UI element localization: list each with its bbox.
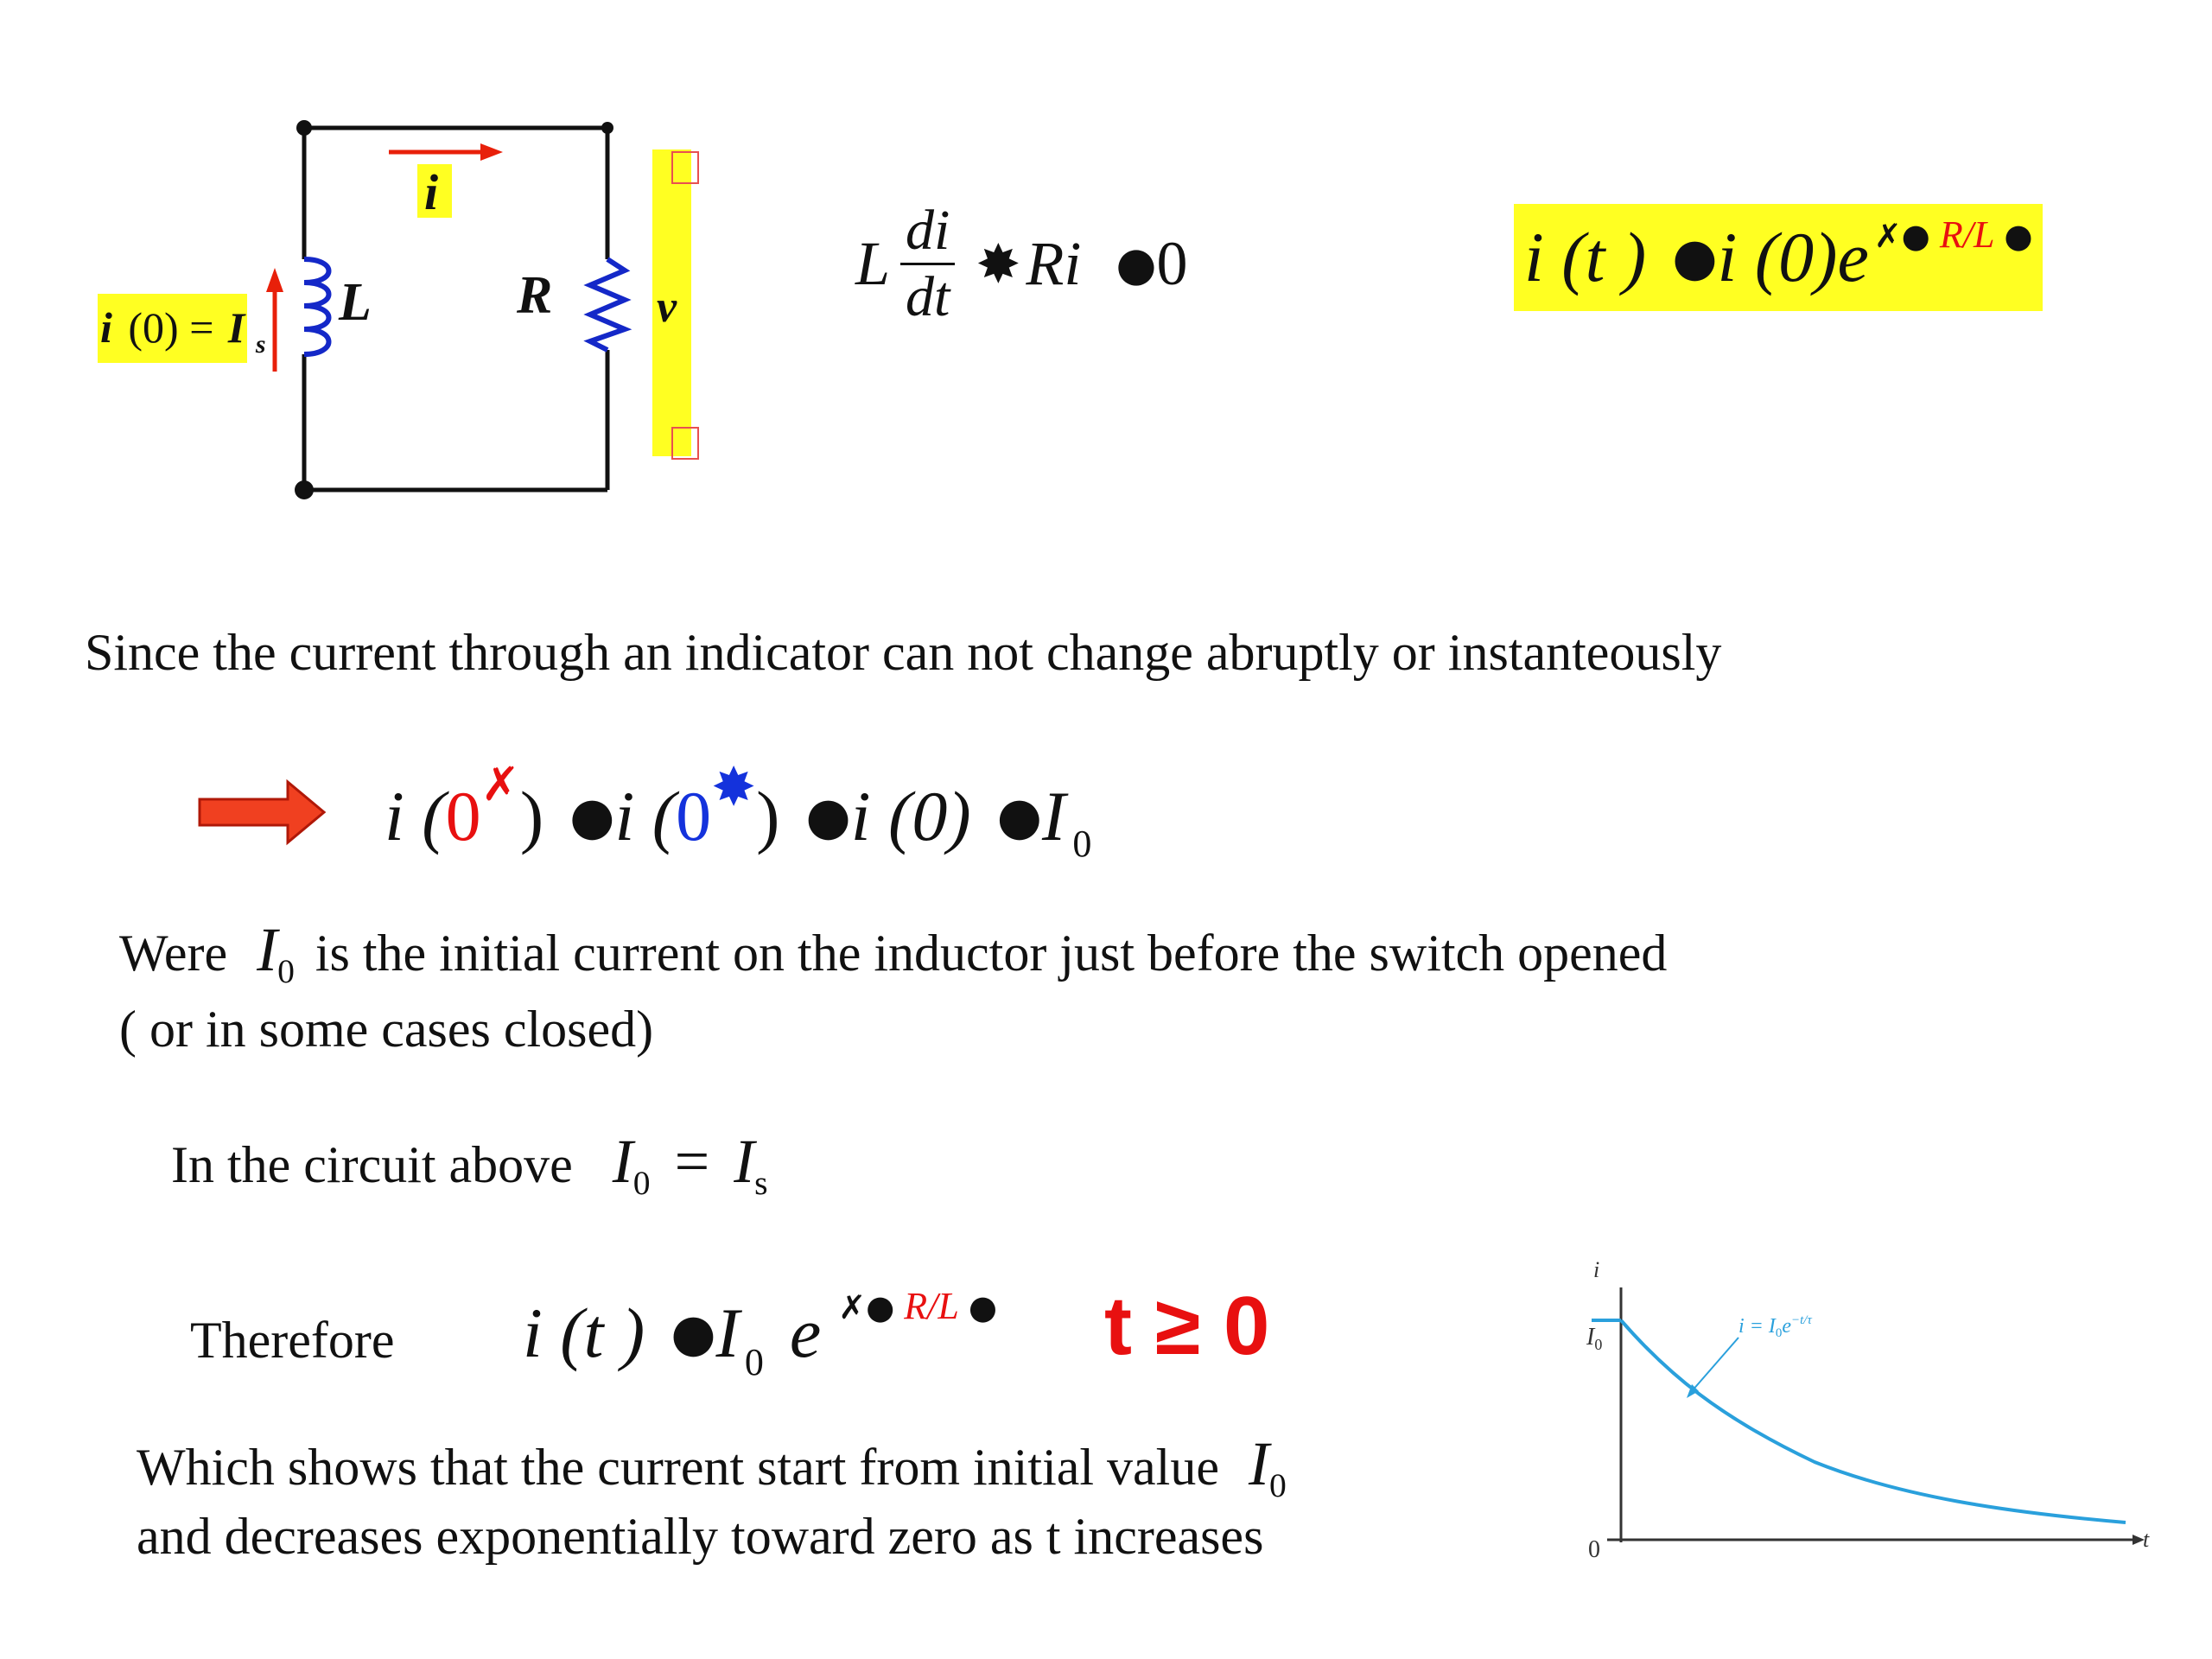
cont-eq-3: ●: [996, 786, 1042, 847]
voltage-marker-bottom: [671, 427, 699, 460]
current-label-highlight: [417, 164, 452, 218]
decay-graph: i t 0 I0 i = I0e−t/τ: [1586, 1262, 2150, 1563]
ther-lhs: i (t ): [523, 1294, 645, 1372]
implies-arrow-shape: [198, 779, 327, 846]
exp-minus-symbol: ✗●: [1873, 217, 1930, 255]
kvl-equals-symbol: ●: [1116, 236, 1157, 291]
ther-sub: 0: [744, 1341, 764, 1383]
x-axis-arrow: [2133, 1535, 2145, 1545]
exp-close-symbol: ●: [2004, 217, 2033, 255]
kvl-plus-symbol: ✸: [976, 232, 1021, 296]
were-symbol: I0: [257, 915, 295, 990]
cont-p3: i (0): [850, 777, 971, 855]
voltage-marker-top: [671, 151, 699, 184]
initial-level-label: I0: [1586, 1324, 1602, 1353]
curve-annotation: i = I0e−t/τ: [1738, 1313, 1812, 1340]
x-axis-label: t: [2143, 1527, 2150, 1552]
node-top-left: [296, 120, 312, 136]
conclusion-text-1: Which shows that the current start from …: [137, 1439, 1219, 1496]
solution-term: i (0)e: [1717, 218, 1869, 296]
exp-body: R/L: [1939, 213, 1995, 256]
kvl-fraction: di dt: [900, 198, 956, 328]
y-axis-label: i: [1593, 1262, 1599, 1282]
ther-exp-minus-symbol: ✗●: [838, 1288, 895, 1326]
were-var: I: [257, 915, 278, 984]
kvl-equation: L di dt ✸ Ri ● 0: [855, 194, 1187, 333]
circuit-note-eq: I0 = Is: [612, 1127, 768, 1202]
were-post: is the initial current on the inductor j…: [315, 925, 1668, 982]
were-pre: Were: [119, 925, 228, 982]
node-top-right: [601, 122, 613, 134]
rl-circuit-diagram: i L R v i (0) = I s: [98, 120, 699, 499]
note-rhs-var: I: [734, 1127, 755, 1196]
cont-p2-mark: ✸: [711, 755, 757, 818]
cont-p2-open: i (: [614, 777, 677, 855]
cont-p2-close: ): [756, 777, 780, 855]
cont-p1-close: ): [519, 777, 544, 855]
cont-p2-zero: 0: [676, 777, 712, 855]
note-lhs-sub: 0: [632, 1163, 651, 1202]
were-sub: 0: [277, 951, 295, 990]
solution-exponent: ✗● R/L ●: [1874, 213, 2033, 257]
cont-p1-zero: 0: [445, 777, 481, 855]
circuit-note-text: In the circuit above: [171, 1136, 573, 1193]
initial-condition-highlight: [98, 294, 247, 363]
note-eq: =: [674, 1127, 710, 1196]
fraction-bar: [900, 262, 956, 265]
continuity-statement: Since the current through an indicator c…: [85, 624, 1722, 681]
curve-annotation-pointer-head: [1687, 1384, 1699, 1398]
ther-e: e: [789, 1294, 822, 1372]
origin-label: 0: [1588, 1536, 1600, 1563]
resistor-label: R: [516, 266, 552, 325]
conclusion-sub: 0: [1268, 1465, 1287, 1504]
kvl-coef: L: [855, 228, 891, 298]
cont-eq-2: ●: [805, 786, 851, 847]
ther-exponent: ✗● R/L ●: [838, 1284, 997, 1328]
therefore-equation: i (t ) ● I 0 e ✗● R/L ●: [523, 1277, 997, 1389]
voltage-label: v: [657, 283, 677, 332]
cont-eq-1: ●: [569, 786, 615, 847]
initial-condition-label: i (0) = I s: [100, 303, 266, 359]
curve-annotation-pointer: [1691, 1337, 1739, 1392]
cont-rhs-var: I: [1042, 777, 1066, 855]
were-line-2: ( or in some cases closed): [119, 1001, 654, 1058]
ther-equals-symbol: ●: [671, 1303, 716, 1363]
ther-exp-body: R/L: [904, 1285, 959, 1327]
therefore-label: Therefore: [190, 1312, 395, 1369]
node-bottom-left: [295, 480, 314, 499]
cont-rhs-sub: 0: [1072, 823, 1092, 865]
kvl-rhs: 0: [1156, 228, 1188, 298]
solution-lhs: i (t ): [1524, 218, 1647, 296]
voltage-highlight-bar: [652, 149, 691, 456]
resistor-zigzag: [583, 257, 632, 353]
decay-curve: [1619, 1319, 2126, 1524]
conclusion-line-2: and decreases exponentially toward zero …: [137, 1508, 1264, 1565]
implies-arrow: [198, 779, 327, 846]
kvl-numerator: di: [906, 198, 950, 262]
continuity-equation: i ( 0 ✗ ) ● i ( 0 ✸ ) ● i (0) ● I 0: [385, 755, 1092, 873]
current-label: i: [424, 164, 438, 220]
time-condition: t ≥ 0: [1104, 1280, 1270, 1372]
solution-box: i (t ) ● i (0)e ✗● R/L ●: [1514, 204, 2043, 311]
ther-exp-close-symbol: ●: [968, 1288, 998, 1326]
inductor-label: L: [338, 273, 372, 332]
were-line-1: Were I0 is the initial current on the in…: [119, 915, 1668, 990]
circuit-note: In the circuit above I0 = Is: [171, 1127, 768, 1202]
note-rhs-sub: s: [754, 1163, 768, 1202]
conclusion-symbol: I0: [1248, 1429, 1287, 1504]
note-lhs-var: I: [612, 1127, 633, 1196]
conclusion-var: I: [1248, 1429, 1269, 1498]
cont-p1-mark: ✗: [480, 757, 520, 811]
kvl-denominator: dt: [906, 264, 950, 328]
solution-equals-symbol: ●: [1672, 227, 1718, 288]
inductor-coil: [303, 257, 332, 357]
cont-p1-open: i (: [385, 777, 446, 855]
conclusion-line-1: Which shows that the current start from …: [137, 1429, 1287, 1504]
initial-current-arrow-head: [266, 268, 283, 292]
ther-var: I: [715, 1294, 740, 1372]
kvl-term: Ri: [1026, 228, 1082, 298]
current-arrow-head: [480, 143, 503, 161]
